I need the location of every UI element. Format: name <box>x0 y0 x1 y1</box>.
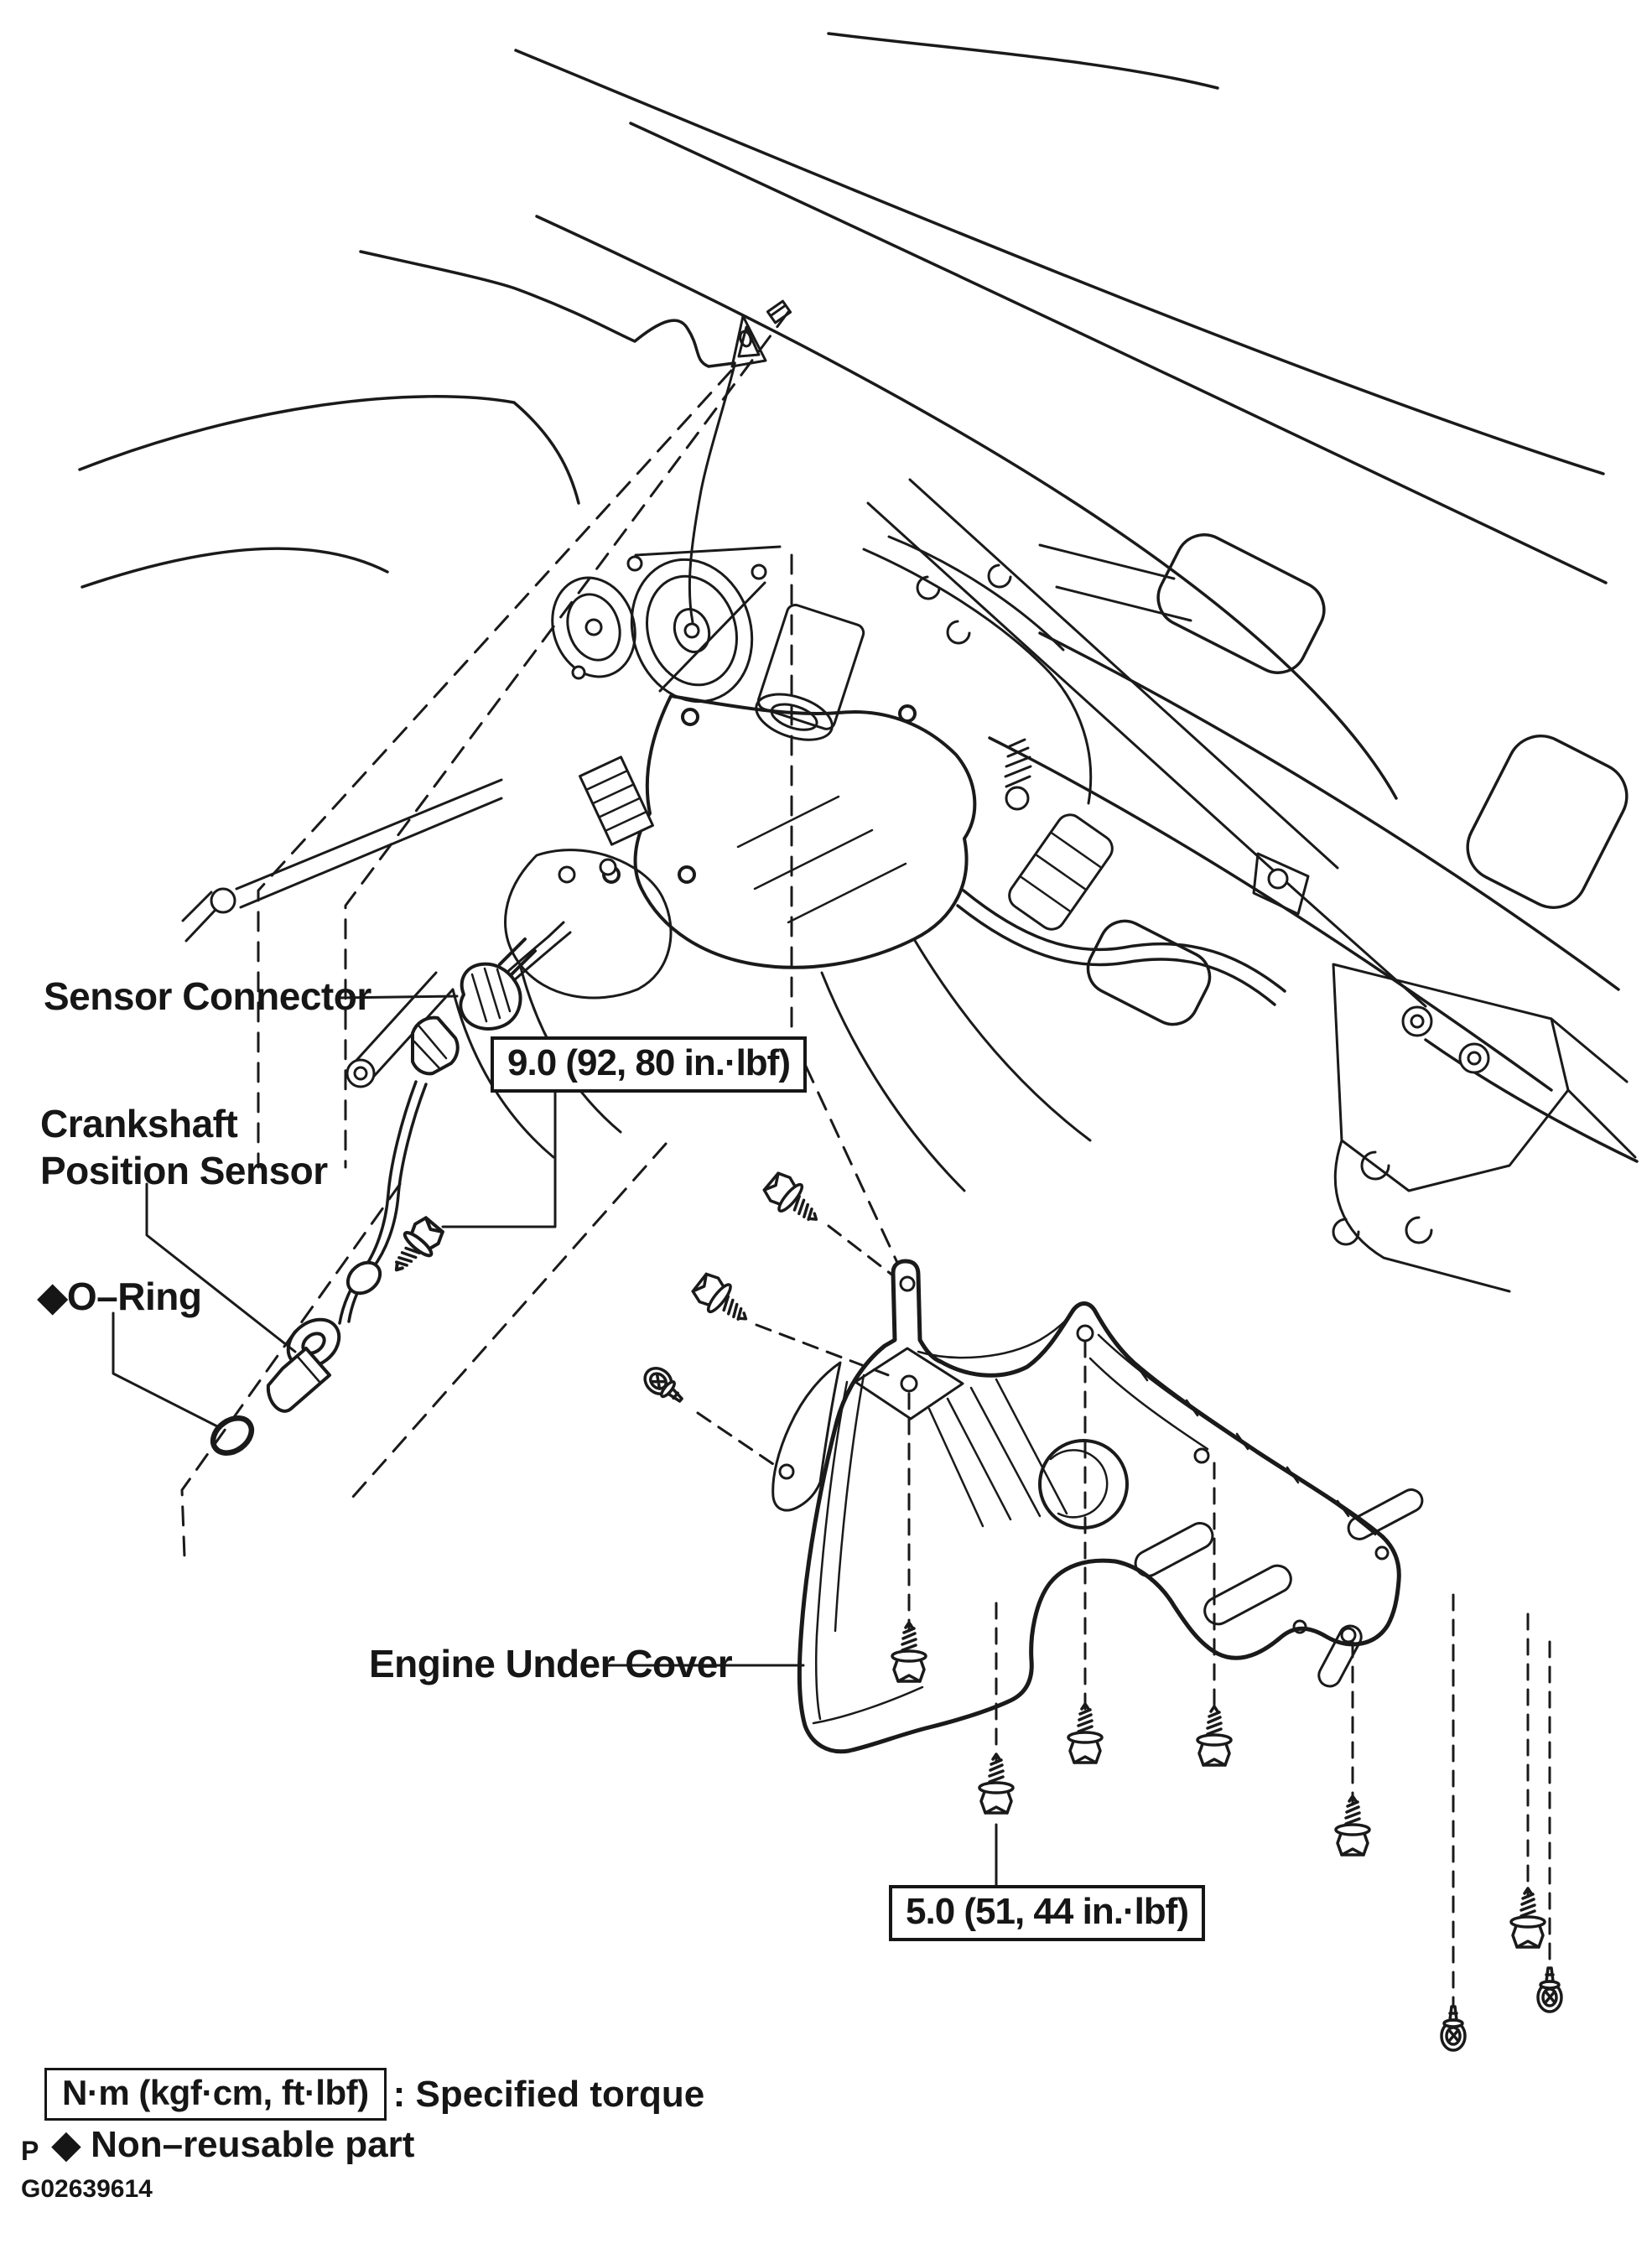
crankshaft-position-sensor-assembly <box>210 921 572 1456</box>
figure-code: G02639614 <box>21 2175 153 2203</box>
label-o-ring: ◆O–Ring <box>38 1275 202 1318</box>
cover-bolt <box>1067 1702 1104 1764</box>
label-engine-under-cover: Engine Under Cover <box>369 1642 733 1685</box>
torque-spec-sensor: 9.0 (92, 80 in.·lbf) <box>491 1036 807 1093</box>
label-crankshaft-line1: Crankshaft <box>40 1102 238 1145</box>
torque-spec-cover: 5.0 (51, 44 in.·lbf) <box>889 1885 1205 1941</box>
idler-pulley <box>551 576 636 678</box>
oil-filter <box>755 604 865 741</box>
sensor-connector-art <box>459 962 522 1031</box>
cover-clip <box>1440 2005 1467 2052</box>
crank-pulley <box>630 558 754 704</box>
cover-bolt <box>1334 1794 1371 1857</box>
o-ring-art <box>210 1415 255 1456</box>
page-marker: P <box>21 2136 39 2166</box>
torque-legend: N·m (kgf·cm, ft·lbf) : Specified torque <box>44 2068 704 2121</box>
cover-bolt <box>1509 1887 1546 1949</box>
cover-clip <box>638 1361 690 1410</box>
non-reusable-legend: ◆ Non–reusable part <box>52 2124 415 2165</box>
engine-under-cover-art <box>771 1259 1424 1754</box>
cover-fasteners <box>638 1167 1563 2052</box>
construction-dashed-lines <box>180 310 901 1559</box>
torque-legend-desc: : Specified torque <box>392 2073 705 2115</box>
crossmember <box>1332 963 1637 1293</box>
cover-clip <box>1536 1966 1563 2013</box>
cv-shaft <box>181 756 673 1159</box>
torque-legend-box: N·m (kgf·cm, ft·lbf) <box>44 2068 387 2121</box>
frame-bracket <box>688 299 792 624</box>
cover-bolt <box>1196 1705 1233 1767</box>
frame-rail <box>866 478 1427 1008</box>
label-sensor-connector: Sensor Connector <box>44 974 371 1018</box>
cover-bolt-torqued <box>978 1753 1015 1815</box>
leader-lines <box>112 994 998 1887</box>
label-crankshaft-position-sensor: Crankshaft Position Sensor <box>40 1100 328 1194</box>
cover-bolt <box>688 1268 758 1334</box>
cover-bolt <box>759 1167 829 1234</box>
label-crankshaft-line2: Position Sensor <box>40 1149 328 1192</box>
exhaust-flex <box>1004 738 1114 931</box>
